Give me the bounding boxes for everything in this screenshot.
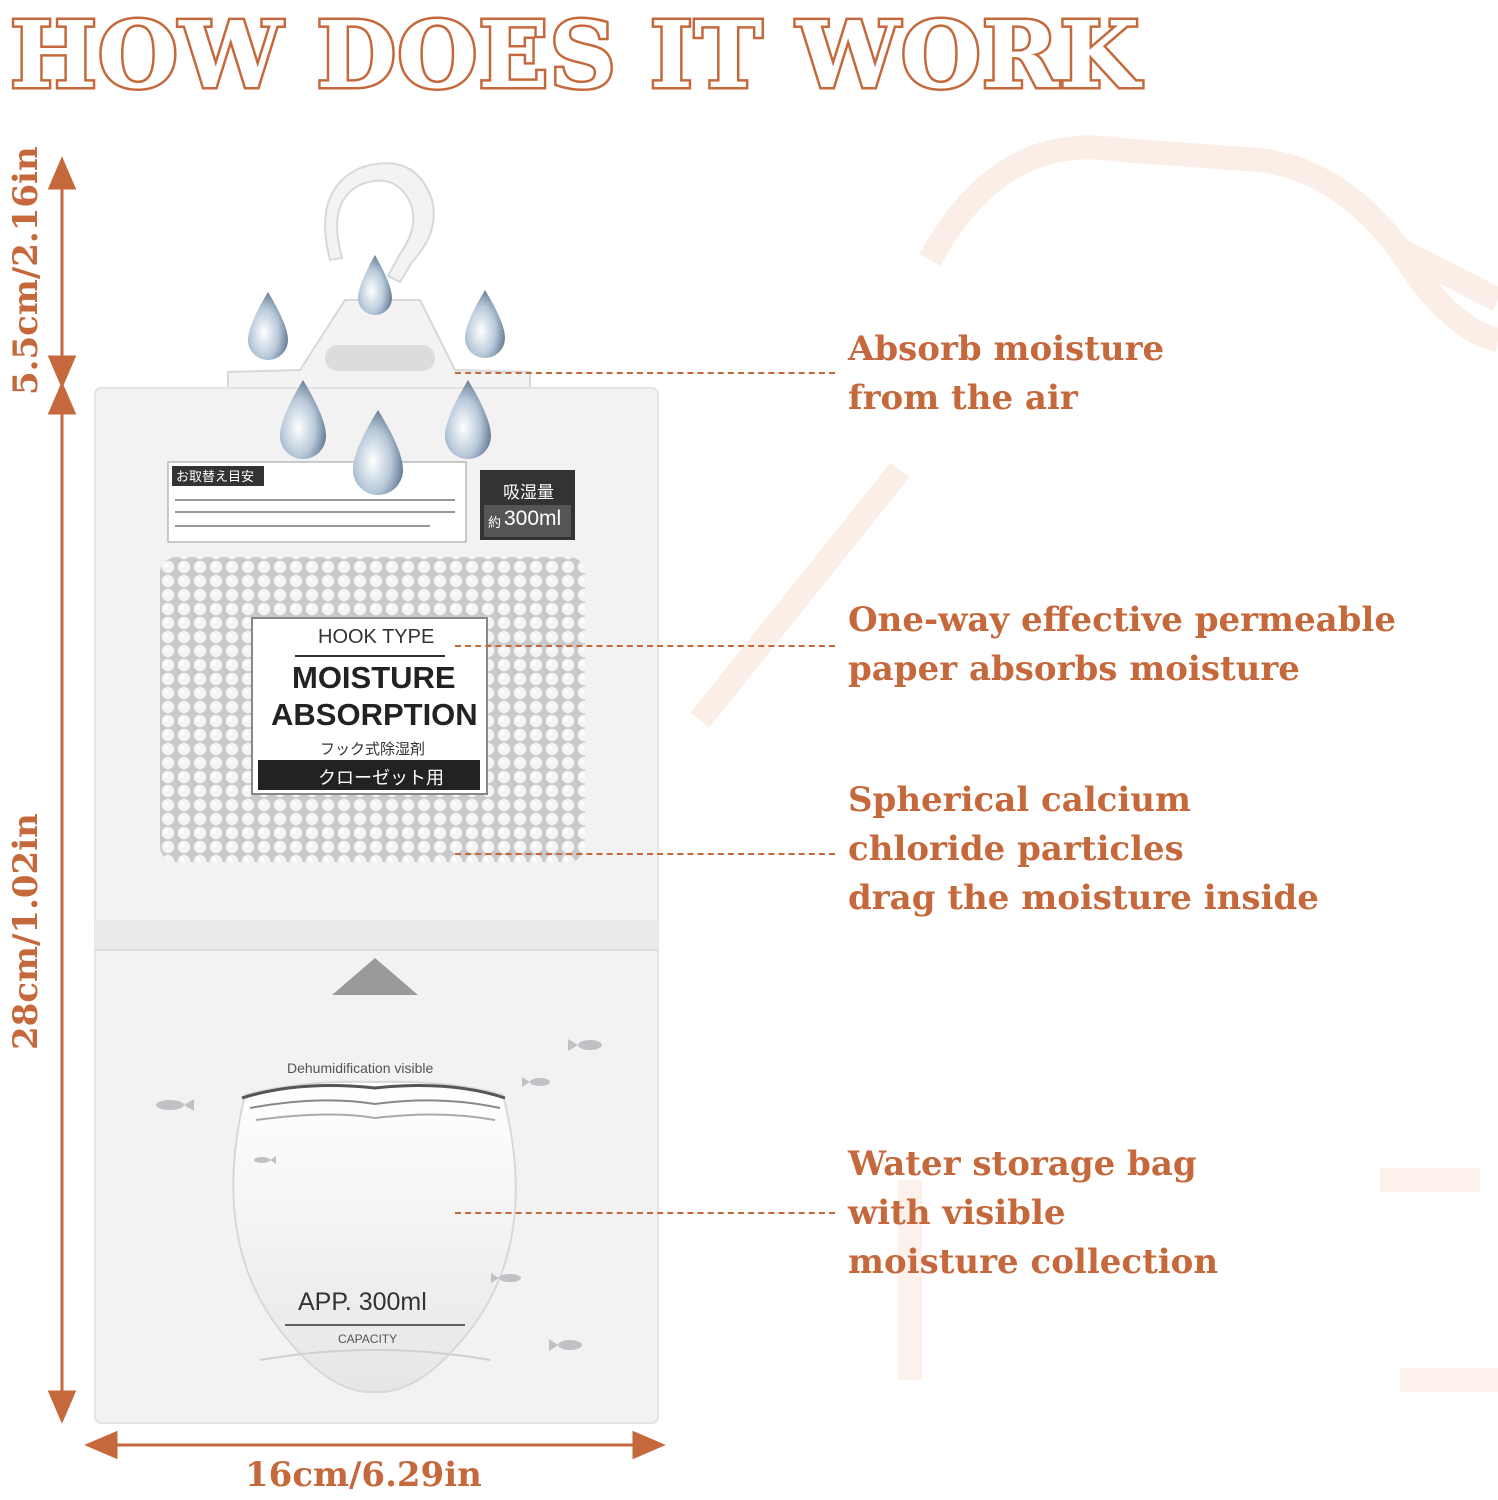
callout-line-3 [455,853,835,855]
callout-line-1 [455,372,835,374]
callout-line-4 [455,1212,835,1214]
visible-text: Dehumidification visible [287,1060,434,1076]
water-drops [248,255,505,495]
label-type: HOOK TYPE [318,626,435,648]
callout-absorb-moisture: Absorb moisture from the air [848,329,1165,418]
page-title: HOW DOES IT WORK [8,0,1142,112]
app-capacity: APP. 300ml [298,1288,427,1316]
capacity-value: 300ml [504,507,562,530]
callout-line-2 [455,645,835,647]
label-jp: フック式除湿剤 [320,741,426,758]
callout-water-storage: Water storage bag with visible moisture … [848,1144,1219,1282]
dimension-arrows [47,156,666,1460]
capacity-prefix: 約 [488,515,502,530]
callout-calcium-chloride: Spherical calcium chloride particles dra… [848,780,1319,918]
label-line2: ABSORPTION [271,697,478,732]
capacity-label: 吸湿量 [503,483,554,502]
fish-decorations [156,1039,602,1351]
bag-width-label: 16cm/6.29in [245,1455,482,1495]
notice-heading: お取替え目安 [176,469,255,484]
callout-permeable-paper: One-way effective permeable paper absorb… [848,600,1396,689]
label-line1: MOISTURE [292,660,456,695]
label-band: クローゼット用 [318,768,444,788]
capacity-caption: CAPACITY [338,1332,398,1346]
